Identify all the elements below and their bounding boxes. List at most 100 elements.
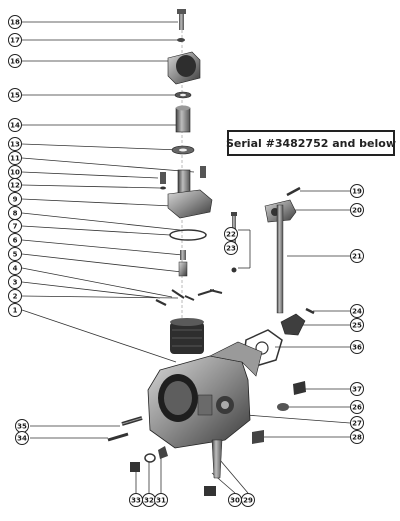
callout-24: 24 [350,304,364,318]
callout-11: 11 [8,151,22,165]
part-screw-34 [107,432,129,442]
callout-20: 20 [350,203,364,217]
callout-label: 1 [13,307,18,315]
callout-label: 33 [131,497,141,505]
callout-label: 14 [10,122,20,130]
callout-circle [350,416,364,430]
callout-30: 30 [228,493,242,507]
callout-29: 29 [241,493,255,507]
part-screw-10 [160,172,166,184]
part-float-1 [170,318,204,354]
part-screw-35 [121,416,143,426]
callout-circle [154,493,168,507]
part-plug-30 [204,486,216,496]
callout-33: 33 [129,493,143,507]
callout-label: 25 [352,322,362,330]
part-needle-7 [180,250,186,260]
callout-27: 27 [350,416,364,430]
callout-32: 32 [142,493,156,507]
callout-circle [350,203,364,217]
callout-circle [350,340,364,354]
part-pin-3 [155,299,167,306]
callout-21: 21 [350,249,364,263]
part-screw-24 [305,307,315,315]
callout-circle [8,178,22,192]
callout-7: 7 [8,219,22,233]
leader-lines [21,21,351,494]
callout-label: 8 [13,210,18,218]
callout-circle [350,304,364,318]
callout-label: 20 [352,207,362,215]
callout-label: 29 [243,497,253,505]
callout-label: 18 [10,19,20,27]
callout-label: 19 [352,188,362,196]
callout-25: 25 [350,318,364,332]
callout-label: 4 [13,265,18,273]
callout-label: 7 [13,223,18,231]
callout-13: 13 [8,137,22,151]
part-plug-33 [130,462,140,472]
callout-label: 9 [13,196,18,204]
callout-label: 27 [352,420,362,428]
callout-16: 16 [8,54,22,68]
part-cover-9 [167,169,213,219]
callout-circle [8,15,22,29]
callout-circle [8,219,22,233]
callout-label: 13 [10,141,20,149]
callout-circle [8,88,22,102]
callout-circle [350,318,364,332]
part-jet-31 [158,446,168,459]
callout-circle [8,247,22,261]
part-jet-26 [277,403,289,411]
part-gasket-8 [169,229,207,241]
callout-label: 22 [226,231,236,239]
callout-label: 21 [352,253,362,261]
callout-circle [224,227,238,241]
callout-26: 26 [350,400,364,414]
callout-label: 34 [17,435,27,443]
callout-label: 3 [13,279,18,287]
callout-circle [8,289,22,303]
callout-label: 10 [10,169,20,177]
callout-label: 16 [10,58,20,66]
part-gasket-32 [144,453,156,463]
callout-label: 15 [10,92,20,100]
callout-17: 17 [8,33,22,47]
callout-label: 30 [230,497,240,505]
callout-circle [350,400,364,414]
part-washer-17 [177,38,185,42]
callout-14: 14 [8,118,22,132]
part-pin-5 [171,289,195,301]
callout-28: 28 [350,430,364,444]
callout-18: 18 [8,15,22,29]
part-tube-21 [276,204,284,314]
callout-35: 35 [15,419,29,433]
callout-2: 2 [8,289,22,303]
callout-15: 15 [8,88,22,102]
callout-circle [8,303,22,317]
callout-label: 5 [13,251,18,259]
callout-circle [241,493,255,507]
callout-circle [350,184,364,198]
callout-circle [8,33,22,47]
callout-circle [350,249,364,263]
callout-circle [15,431,29,445]
callout-circle [8,233,22,247]
callout-label: 23 [226,245,236,253]
callout-circle [8,118,22,132]
callout-label: 17 [10,37,20,45]
callout-label: 6 [13,237,18,245]
callout-circle [8,275,22,289]
callout-label: 31 [156,497,166,505]
callout-31: 31 [154,493,168,507]
part-screw-19 [286,186,301,197]
callout-3: 3 [8,275,22,289]
callout-label: 32 [144,497,154,505]
callout-label: 24 [352,308,362,316]
callout-circle [8,137,22,151]
callout-circle [224,241,238,255]
callout-8: 8 [8,206,22,220]
callout-label: 36 [352,344,362,352]
callout-37: 37 [350,382,364,396]
